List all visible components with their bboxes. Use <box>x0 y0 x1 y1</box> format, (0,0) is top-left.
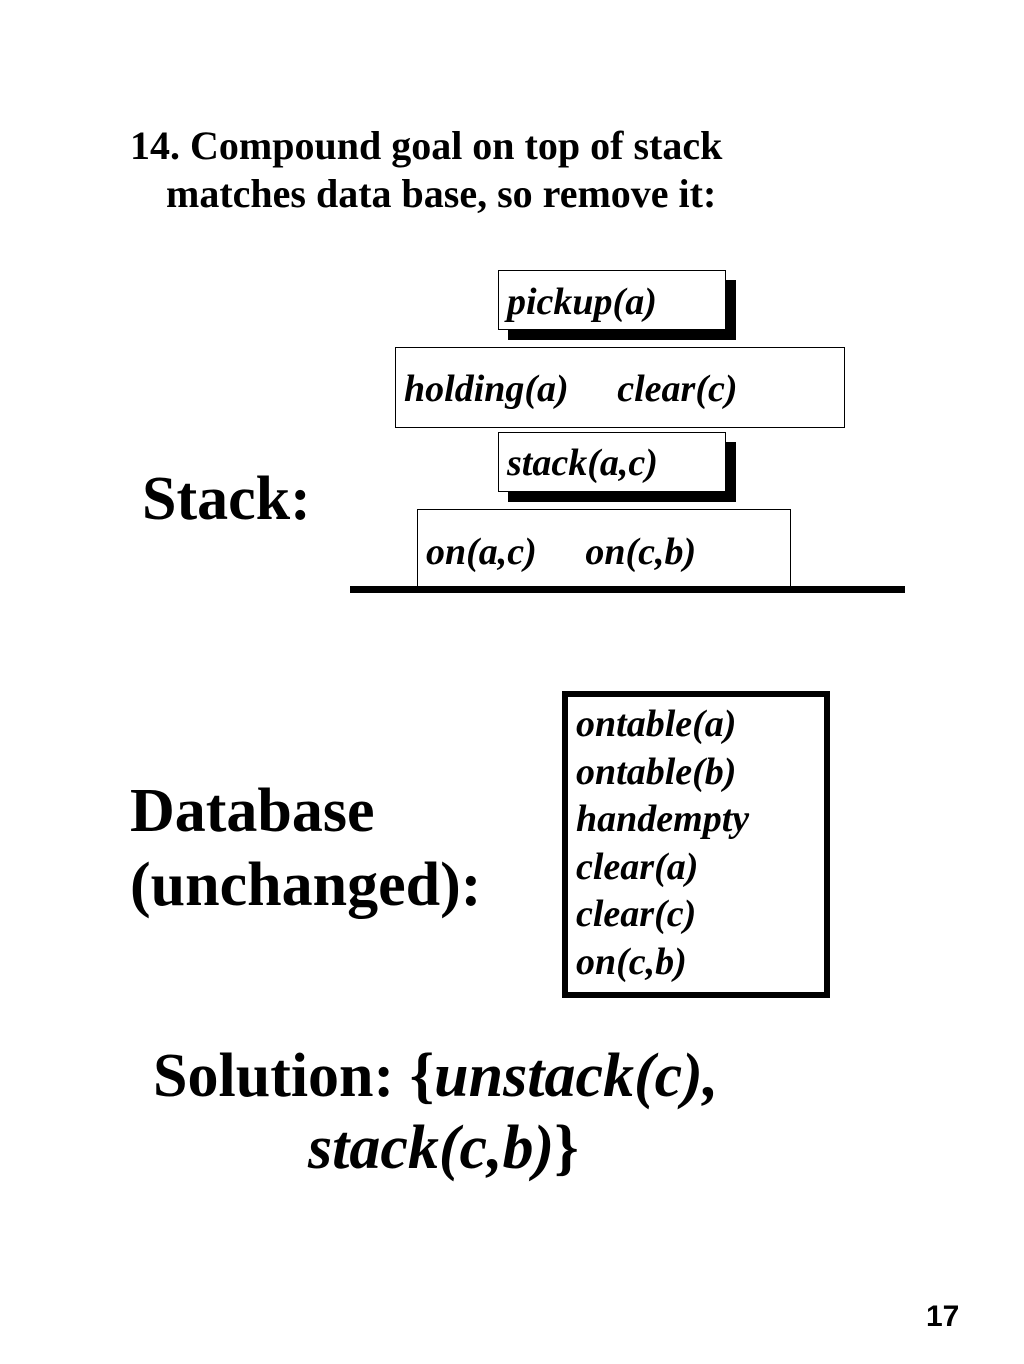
solution-action-1: unstack(c), <box>434 1042 719 1110</box>
database-fact: on(c,b) <box>576 940 687 983</box>
database-fact: ontable(b) <box>576 750 737 793</box>
database-label-line-2: (unchanged): <box>130 851 482 919</box>
database-box: ontable(a) ontable(b) handempty clear(a)… <box>562 691 830 998</box>
stack-label: Stack: <box>142 465 311 533</box>
solution-closing-brace: } <box>554 1114 579 1182</box>
stack-item-stack-ac: stack(a,c) <box>498 432 726 492</box>
database-label-line-1: Database <box>130 777 375 845</box>
slide-heading: 14. Compound goal on top of stack matche… <box>130 122 722 218</box>
solution-text: Solution: {unstack(c), stack(c,b)} <box>153 1040 718 1184</box>
database-fact: clear(a) <box>576 845 699 888</box>
stack-item-text: holding(a)   clear(c) <box>404 368 738 410</box>
database-fact: clear(c) <box>576 893 697 935</box>
stack-item-text: stack(a,c) <box>507 442 658 484</box>
stack-item-text: on(a,c)   on(c,b) <box>426 531 697 573</box>
stack-item-text: pickup(a) <box>507 281 657 323</box>
database-fact: ontable(a) <box>576 703 737 745</box>
database-fact: handempty <box>576 798 750 840</box>
stack-base-line <box>350 586 905 593</box>
solution-label: Solution: { <box>153 1042 435 1110</box>
page-number: 17 <box>926 1300 960 1333</box>
heading-line-2: matches data base, so remove it: <box>166 171 717 216</box>
heading-line-1: 14. Compound goal on top of stack <box>130 123 723 168</box>
solution-action-2: stack(c,b) <box>308 1114 555 1182</box>
stack-item-pickup: pickup(a) <box>498 270 726 330</box>
database-facts-list: ontable(a) ontable(b) handempty clear(a)… <box>576 701 749 986</box>
stack-item-on-on: on(a,c)   on(c,b) <box>417 509 791 590</box>
database-label: Database (unchanged): <box>130 774 481 922</box>
stack-item-holding-clear: holding(a)   clear(c) <box>395 347 845 428</box>
